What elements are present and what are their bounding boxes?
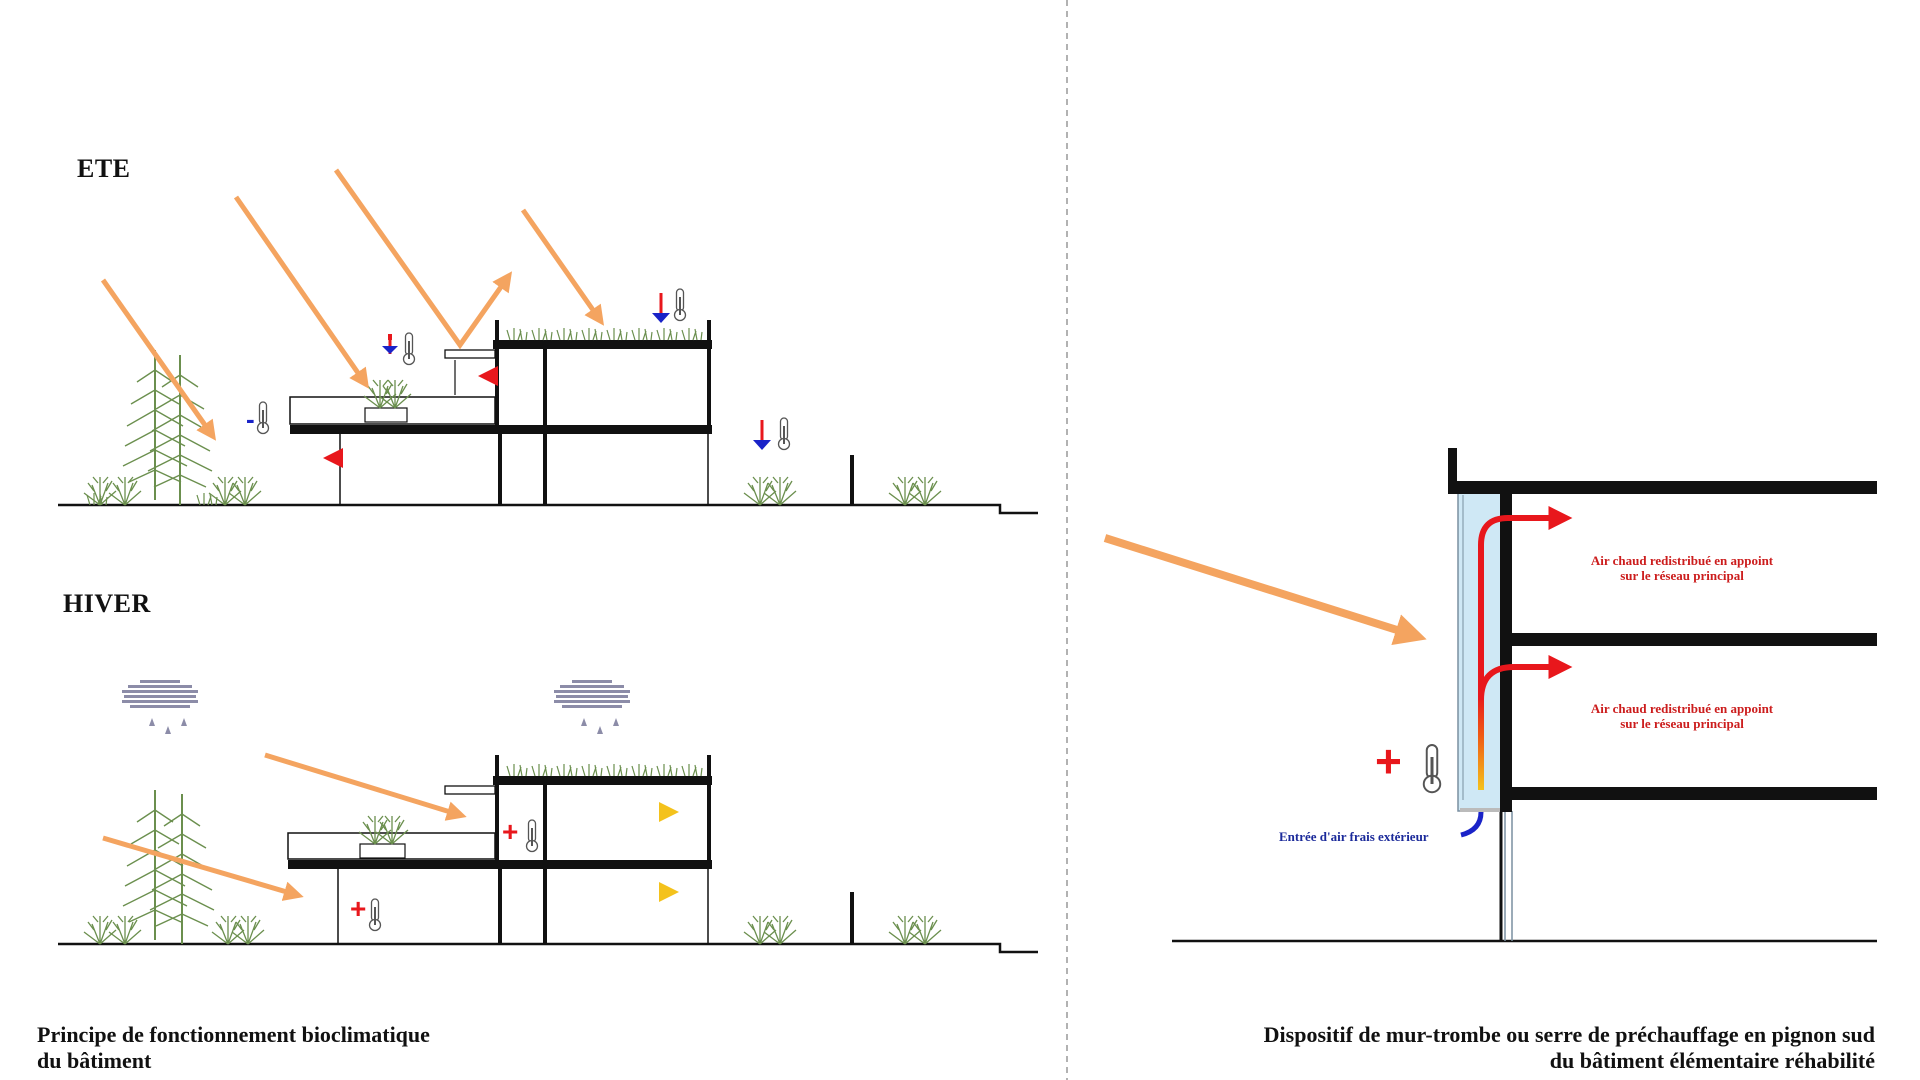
- thermometer-icon: [673, 288, 687, 322]
- thermometer-icon: [368, 898, 382, 932]
- airflow-arrow: [1460, 811, 1484, 838]
- airflow-arrow: [1478, 506, 1573, 790]
- right-caption-line1: Dispositif de mur-trombe ou serre de pré…: [1263, 1022, 1875, 1047]
- cloud-icon: [554, 680, 630, 734]
- thermometer-icon: [402, 332, 416, 366]
- thermometer-icon: [256, 401, 270, 435]
- left-caption-line1: Principe de fonctionnement bioclimatique: [37, 1022, 430, 1047]
- air-note-mid-line2: sur le réseau principal: [1620, 716, 1744, 731]
- air-note-top: Air chaud redistribué en appoint sur le …: [1572, 553, 1792, 583]
- winter-label: HIVER: [63, 589, 151, 618]
- winter-section: [58, 680, 1038, 954]
- left-caption-line2: du bâtiment: [37, 1048, 152, 1073]
- air-note-mid-line1: Air chaud redistribué en appoint: [1590, 701, 1774, 716]
- airflow-arrow: [1478, 655, 1573, 701]
- air-note-top-line2: sur le réseau principal: [1620, 568, 1744, 583]
- thermometer-icon: [777, 417, 791, 451]
- minus-sign: -: [246, 404, 255, 434]
- air-inlet-label: Entrée d'air frais extérieur: [1279, 829, 1429, 844]
- sun-ray-arrow: [1103, 534, 1427, 646]
- right-caption-line2: du bâtiment élémentaire réhabilité: [1549, 1048, 1875, 1073]
- cloud-icon: [122, 680, 198, 734]
- air-note-mid: Air chaud redistribué en appoint sur le …: [1572, 701, 1792, 731]
- summer-label: ETE: [77, 154, 131, 183]
- trombe-wall-section: [1103, 448, 1877, 943]
- sun-ray-arrow: [100, 168, 605, 441]
- plus-sign: +: [350, 893, 367, 924]
- air-note-top-line1: Air chaud redistribué en appoint: [1590, 553, 1774, 568]
- thermometer-icon: [525, 819, 539, 853]
- left-caption: Principe de fonctionnement bioclimatique…: [37, 1022, 430, 1074]
- right-caption: Dispositif de mur-trombe ou serre de pré…: [1264, 1022, 1875, 1074]
- plus-sign: +: [1375, 735, 1402, 787]
- plus-sign: +: [502, 816, 519, 847]
- thermometer-icon: [1422, 743, 1442, 794]
- sun-ray-arrow: [102, 752, 467, 901]
- summer-section: [58, 168, 1038, 515]
